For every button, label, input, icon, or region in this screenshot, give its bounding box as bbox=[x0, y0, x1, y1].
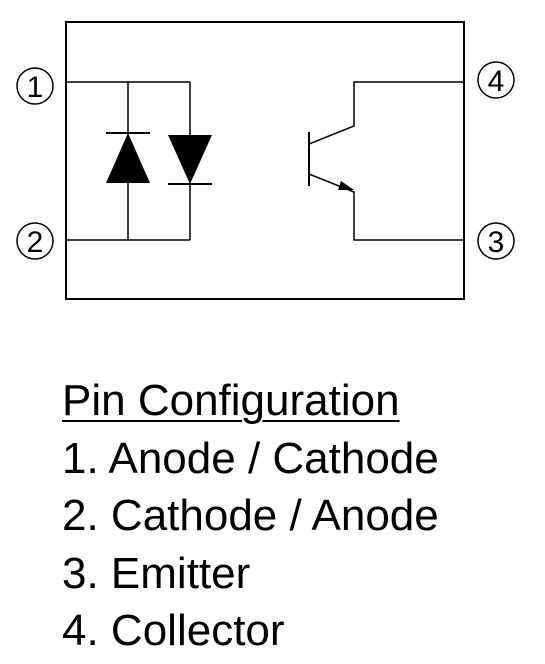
diode-up-triangle bbox=[106, 133, 150, 183]
pin-1-marker: 1 bbox=[16, 67, 54, 105]
package-outline bbox=[65, 21, 465, 300]
pin-4-label: 4 bbox=[488, 65, 505, 98]
pin-3-label: 3 bbox=[488, 226, 505, 259]
pin-2-circle bbox=[16, 222, 54, 260]
legend-item: 1. Anode / Cathode bbox=[62, 433, 439, 483]
pin-3-circle bbox=[477, 222, 515, 260]
pin-2-label: 2 bbox=[27, 226, 44, 259]
pin-1-circle bbox=[16, 67, 54, 105]
pin-2-marker: 2 bbox=[16, 222, 54, 260]
legend-heading: Pin Configuration bbox=[62, 376, 400, 425]
emitter-arrow bbox=[338, 181, 354, 190]
pin-4-circle bbox=[477, 61, 515, 99]
pin-1-label: 1 bbox=[27, 71, 44, 104]
pin-3-marker: 3 bbox=[477, 222, 515, 260]
legend-item: 3. Emitter bbox=[62, 548, 251, 598]
diode-down-triangle bbox=[168, 135, 212, 184]
legend-item: 2. Cathode / Anode bbox=[62, 491, 439, 540]
emitter-lead bbox=[308, 173, 464, 241]
pin-configuration-legend: Pin Configuration 1. Anode / Cathode 2. … bbox=[62, 372, 439, 660]
collector-lead bbox=[308, 81, 464, 145]
pin-4-marker: 4 bbox=[477, 61, 515, 99]
legend-item: 4. Collector bbox=[62, 606, 285, 655]
led-diode-up bbox=[106, 132, 150, 183]
led-diode-down bbox=[168, 135, 212, 185]
phototransistor bbox=[308, 81, 464, 241]
